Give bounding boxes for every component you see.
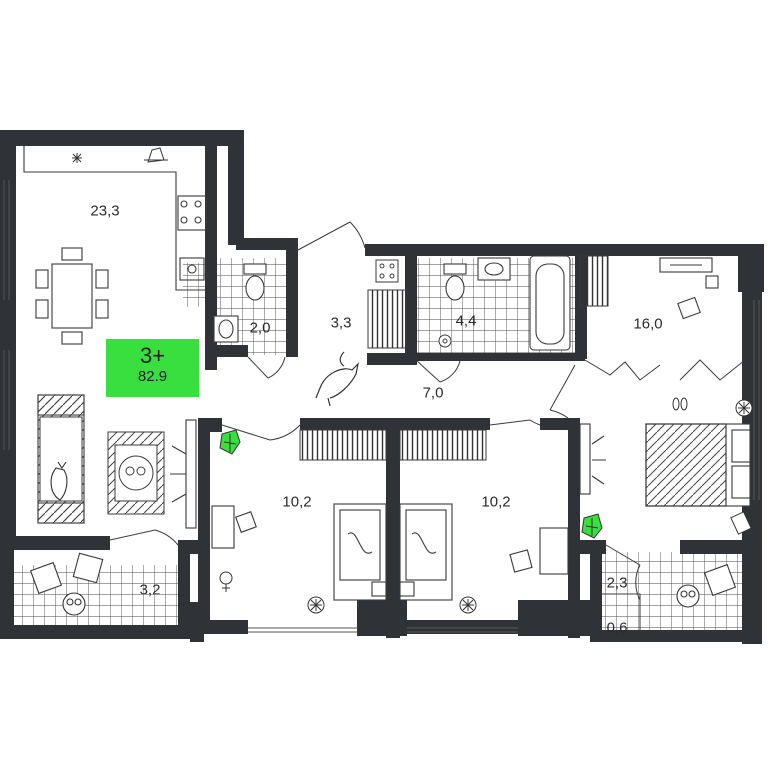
room-area-balcony-right-storage: 0,6: [606, 619, 628, 637]
bed-icon: [399, 503, 453, 601]
wardrobe-icon: [579, 255, 609, 307]
total-area: 82.9: [137, 368, 168, 385]
chair-icon: [29, 552, 737, 597]
wardrobe-icon: [299, 429, 387, 461]
slippers-icon: [672, 397, 688, 411]
toilet-icon: [243, 263, 267, 301]
apartment-badge: 3+ 82.9: [106, 339, 199, 397]
sofa-cushion: [39, 416, 83, 502]
room-area-bedroom-master: 16,0: [633, 315, 663, 333]
radiator-icon: [459, 596, 477, 614]
desk-icon: [509, 527, 569, 575]
room-area-corridor: 7,0: [422, 384, 444, 402]
radiator-icon: [307, 596, 325, 614]
coffee-table-icon: [107, 431, 165, 515]
toilet-icon: [443, 263, 467, 301]
wardrobe-icon: [367, 289, 407, 349]
plant-icon: [581, 513, 603, 539]
tv-icon: [579, 423, 606, 495]
room-area-kitchen-living: 23,3: [90, 202, 120, 220]
bathtub-icon: [529, 255, 571, 351]
wardrobe-icon: [399, 429, 487, 461]
room-area-bedroom-left: 10,2: [282, 493, 312, 511]
dog-icon: [315, 351, 359, 407]
windows: [3, 180, 760, 633]
kettle-icon: [144, 147, 168, 163]
room-count: 3+: [139, 343, 166, 368]
doors: [109, 221, 746, 601]
room-area-balcony-left: 3,2: [139, 581, 161, 599]
washing-machine-icon: [438, 334, 452, 348]
kitchen-counter: [23, 146, 207, 291]
bed-icon: [333, 503, 387, 601]
wardrobe-icon: [367, 289, 407, 349]
plant-icon: [219, 429, 241, 455]
room-area-bathroom: 4,4: [455, 312, 477, 330]
room-area-bathroom-small: 2,0: [249, 319, 271, 337]
cat-icon: [50, 461, 68, 501]
desk-icon: [659, 257, 719, 320]
chair-icon: [219, 571, 233, 592]
ball-icon: [62, 584, 700, 616]
room-area-balcony-right: 2,3: [606, 574, 628, 592]
fan-icon: [72, 153, 82, 163]
desk-icon: [211, 505, 257, 549]
room-area-bedroom-middle: 10,2: [481, 493, 511, 511]
radiator-icon: [730, 399, 753, 535]
room-area-entry-hall: 3,3: [330, 314, 352, 332]
walls: [0, 130, 764, 644]
sink-icon: [477, 257, 511, 281]
tv-icon: [170, 419, 197, 529]
bed-icon: [645, 423, 751, 507]
storage-divider: [600, 593, 641, 632]
stove-icon: [375, 259, 399, 283]
sink-icon: [213, 315, 239, 343]
dining-table-icon: [35, 247, 109, 345]
